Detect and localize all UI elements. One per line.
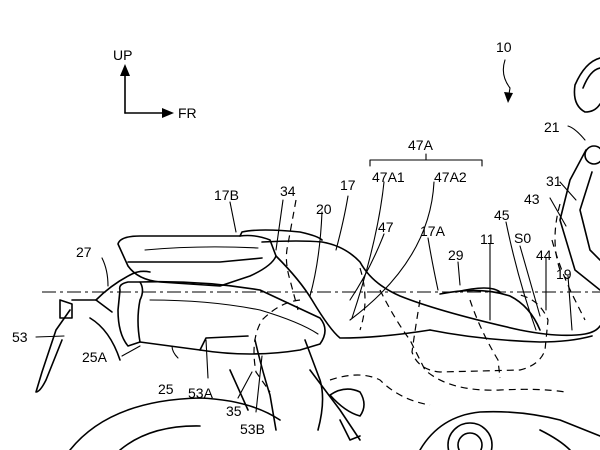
label-25A: 25A — [82, 349, 108, 365]
label-29: 29 — [448, 247, 464, 263]
vehicle-arrowhead — [504, 92, 513, 103]
label-47A: 47A — [408, 137, 434, 153]
label-53B: 53B — [240, 421, 265, 437]
label-43: 43 — [524, 191, 540, 207]
fr-arrow-head — [162, 108, 174, 118]
label-S0: S0 — [514, 230, 531, 246]
ref-47A-bracket — [369, 153, 483, 167]
orientation-indicator: UP FR — [113, 47, 197, 121]
label-11: 11 — [480, 231, 495, 247]
label-47: 47 — [378, 219, 394, 235]
tail-section — [35, 270, 151, 393]
fr-label: FR — [178, 105, 197, 121]
pillion-seat — [117, 229, 323, 287]
label-35: 35 — [226, 403, 242, 419]
vehicle-leader — [502, 59, 511, 101]
label-21: 21 — [544, 119, 560, 135]
up-arrow-head — [120, 64, 130, 76]
up-label: UP — [113, 47, 132, 63]
main-seat — [261, 240, 600, 343]
label-44: 44 — [536, 247, 552, 263]
label-47A2: 47A2 — [434, 169, 467, 185]
hidden-components — [253, 199, 586, 406]
label-17: 17 — [340, 177, 356, 193]
label-17B: 17B — [214, 187, 239, 203]
label-53A: 53A — [188, 385, 214, 401]
label-47A1: 47A1 — [372, 169, 405, 185]
wheels — [69, 397, 600, 450]
leader-lines — [35, 125, 586, 413]
label-45: 45 — [494, 207, 510, 223]
label-10: 10 — [496, 39, 512, 55]
label-34: 34 — [280, 183, 296, 199]
label-25: 25 — [158, 381, 174, 397]
label-20: 20 — [316, 201, 332, 217]
mirror-assembly — [559, 57, 600, 291]
label-17A: 17A — [420, 223, 446, 239]
muffler — [117, 280, 326, 355]
label-27: 27 — [76, 244, 92, 260]
frame — [229, 339, 365, 441]
label-31: 31 — [546, 173, 562, 189]
reference-labels: 10 21 47A 47A1 47A2 31 17B 34 17 43 20 4… — [12, 39, 572, 437]
label-19: 19 — [556, 266, 572, 282]
label-53: 53 — [12, 329, 28, 345]
